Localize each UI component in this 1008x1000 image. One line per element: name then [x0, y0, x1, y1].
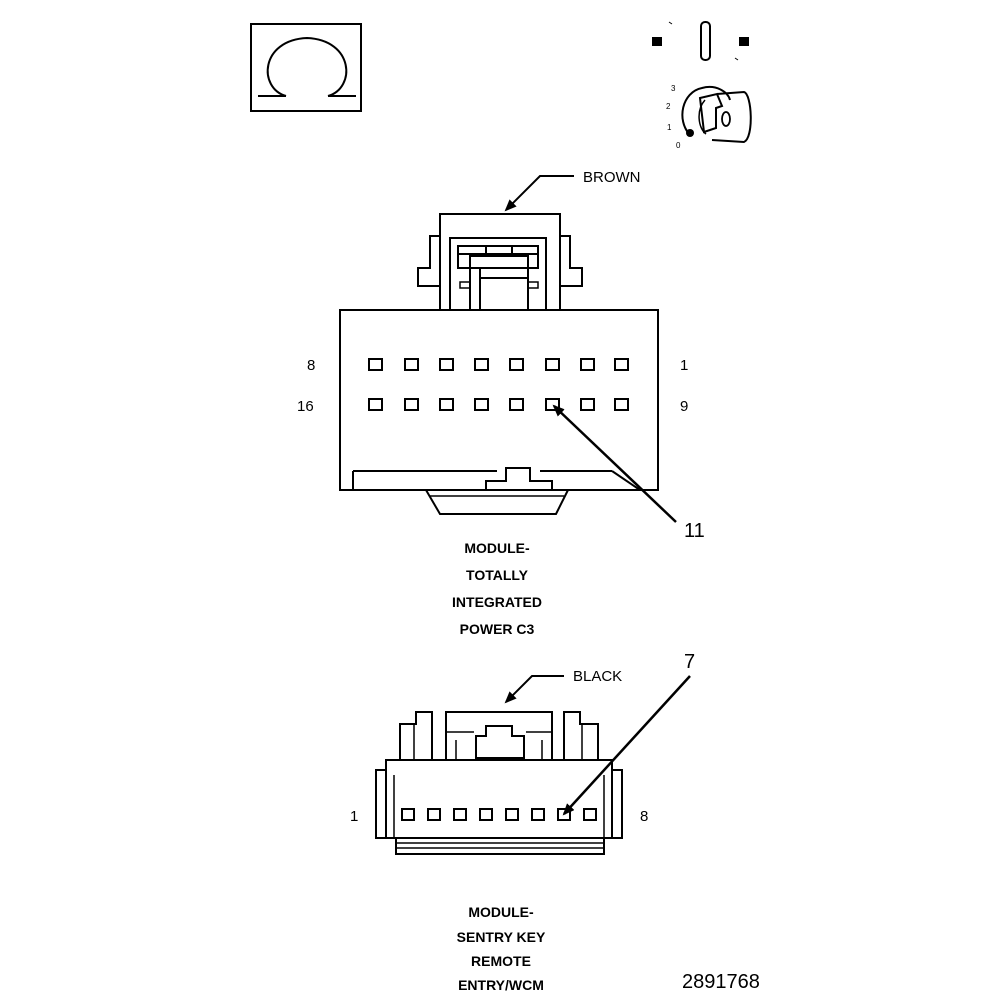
c3-cavity-8: [368, 358, 383, 371]
skreem-caption-line-1: MODULE-: [468, 904, 534, 920]
c3-pin-label-16: 16: [297, 398, 314, 415]
c3-cavity-row-top: [368, 358, 629, 371]
skreem-caption-line-2: SENTRY KEY: [457, 929, 546, 945]
ignition-position-1: 1: [667, 123, 672, 132]
c3-callout-arrow: [552, 404, 677, 523]
c3-caption-line-1: MODULE-: [464, 540, 530, 556]
c3-pin-label-1: 1: [680, 357, 688, 374]
skreem-pin-label-1: 1: [350, 808, 358, 825]
c3-caption-line-2: TOTALLY: [466, 567, 529, 583]
c3-caption-line-4: POWER C3: [460, 621, 535, 637]
ignition-position-3: 3: [671, 84, 676, 93]
ignition-position-2: 2: [666, 102, 671, 111]
c3-cavity-3: [545, 358, 560, 371]
skreem-cavity-1: [401, 808, 415, 821]
c3-cavity-14: [439, 398, 454, 411]
skreem-callout-arrow: [562, 675, 691, 816]
connector-skreem: BLACK 1 8: [350, 651, 695, 993]
c3-cavity-4: [509, 358, 524, 371]
skreem-callout-label: 7: [684, 651, 695, 673]
ignition-position-0: 0: [676, 141, 681, 150]
c3-cavity-15: [404, 398, 419, 411]
c3-cavity-6: [439, 358, 454, 371]
c3-cavity-5: [474, 358, 489, 371]
skreem-pin-label-8: 8: [640, 808, 648, 825]
skreem-cavity-6: [531, 808, 545, 821]
skreem-cavity-8: [583, 808, 597, 821]
c3-cavity-10: [580, 398, 595, 411]
c3-caption-line-3: INTEGRATED: [452, 594, 542, 610]
ignition-key-icon: 3 2 1 0: [652, 21, 752, 150]
c3-pin-label-8: 8: [307, 357, 315, 374]
key-symbol-label: 0: [0, 0, 1, 1]
connector-c3: BROWN: [297, 169, 705, 637]
skreem-cavity-3: [453, 808, 467, 821]
c3-cavity-13: [474, 398, 489, 411]
c3-cavity-16: [368, 398, 383, 411]
skreem-wire-color-label: BLACK: [573, 668, 622, 685]
c3-cavity-12: [509, 398, 524, 411]
figure-number: 2891768: [682, 971, 760, 993]
c3-cavity-9: [614, 398, 629, 411]
c3-cavity-11: [545, 398, 560, 411]
skreem-cavity-2: [427, 808, 441, 821]
c3-pin-label-9: 9: [680, 398, 688, 415]
skreem-cavity-4: [479, 808, 493, 821]
c3-wire-color-label: BROWN: [583, 169, 641, 186]
omega-symbol-icon: [250, 23, 362, 112]
c3-cavity-7: [404, 358, 419, 371]
c3-cavity-1: [614, 358, 629, 371]
skreem-cavity-5: [505, 808, 519, 821]
c3-cavity-row-bottom: [368, 398, 629, 411]
skreem-caption-line-3: REMOTE: [471, 953, 531, 969]
c3-cavity-2: [580, 358, 595, 371]
skreem-caption-line-4: ENTRY/WCM: [458, 977, 544, 993]
c3-callout-label: 11: [684, 520, 705, 542]
